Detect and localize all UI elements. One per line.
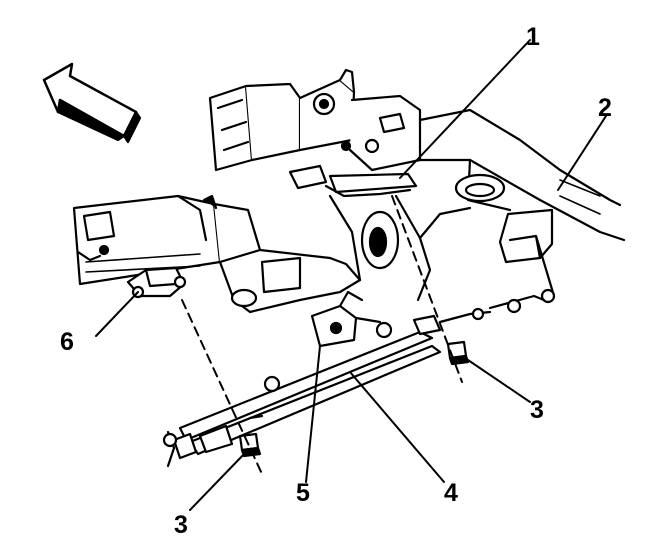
shim-left	[238, 432, 262, 458]
callout-1: 1	[526, 23, 540, 51]
crossmember	[324, 172, 472, 302]
callout-2: 2	[598, 94, 612, 122]
mount-left	[126, 266, 187, 299]
leader-lines	[95, 39, 607, 511]
callout-4: 4	[444, 479, 458, 507]
callout-5: 5	[296, 479, 310, 507]
shim-right	[446, 340, 470, 366]
lower-bracket	[310, 290, 382, 348]
direction-arrow-icon	[42, 62, 142, 144]
alignment-lines	[181, 195, 463, 475]
frame-rail-left	[72, 194, 362, 314]
callout-3-left: 3	[174, 511, 188, 539]
callout-3-right: 3	[530, 396, 544, 424]
tie-rod-assembly	[162, 294, 546, 468]
upper-mount-bracket	[208, 68, 422, 190]
callout-6: 6	[60, 328, 74, 356]
frame-rail-right	[418, 108, 626, 304]
